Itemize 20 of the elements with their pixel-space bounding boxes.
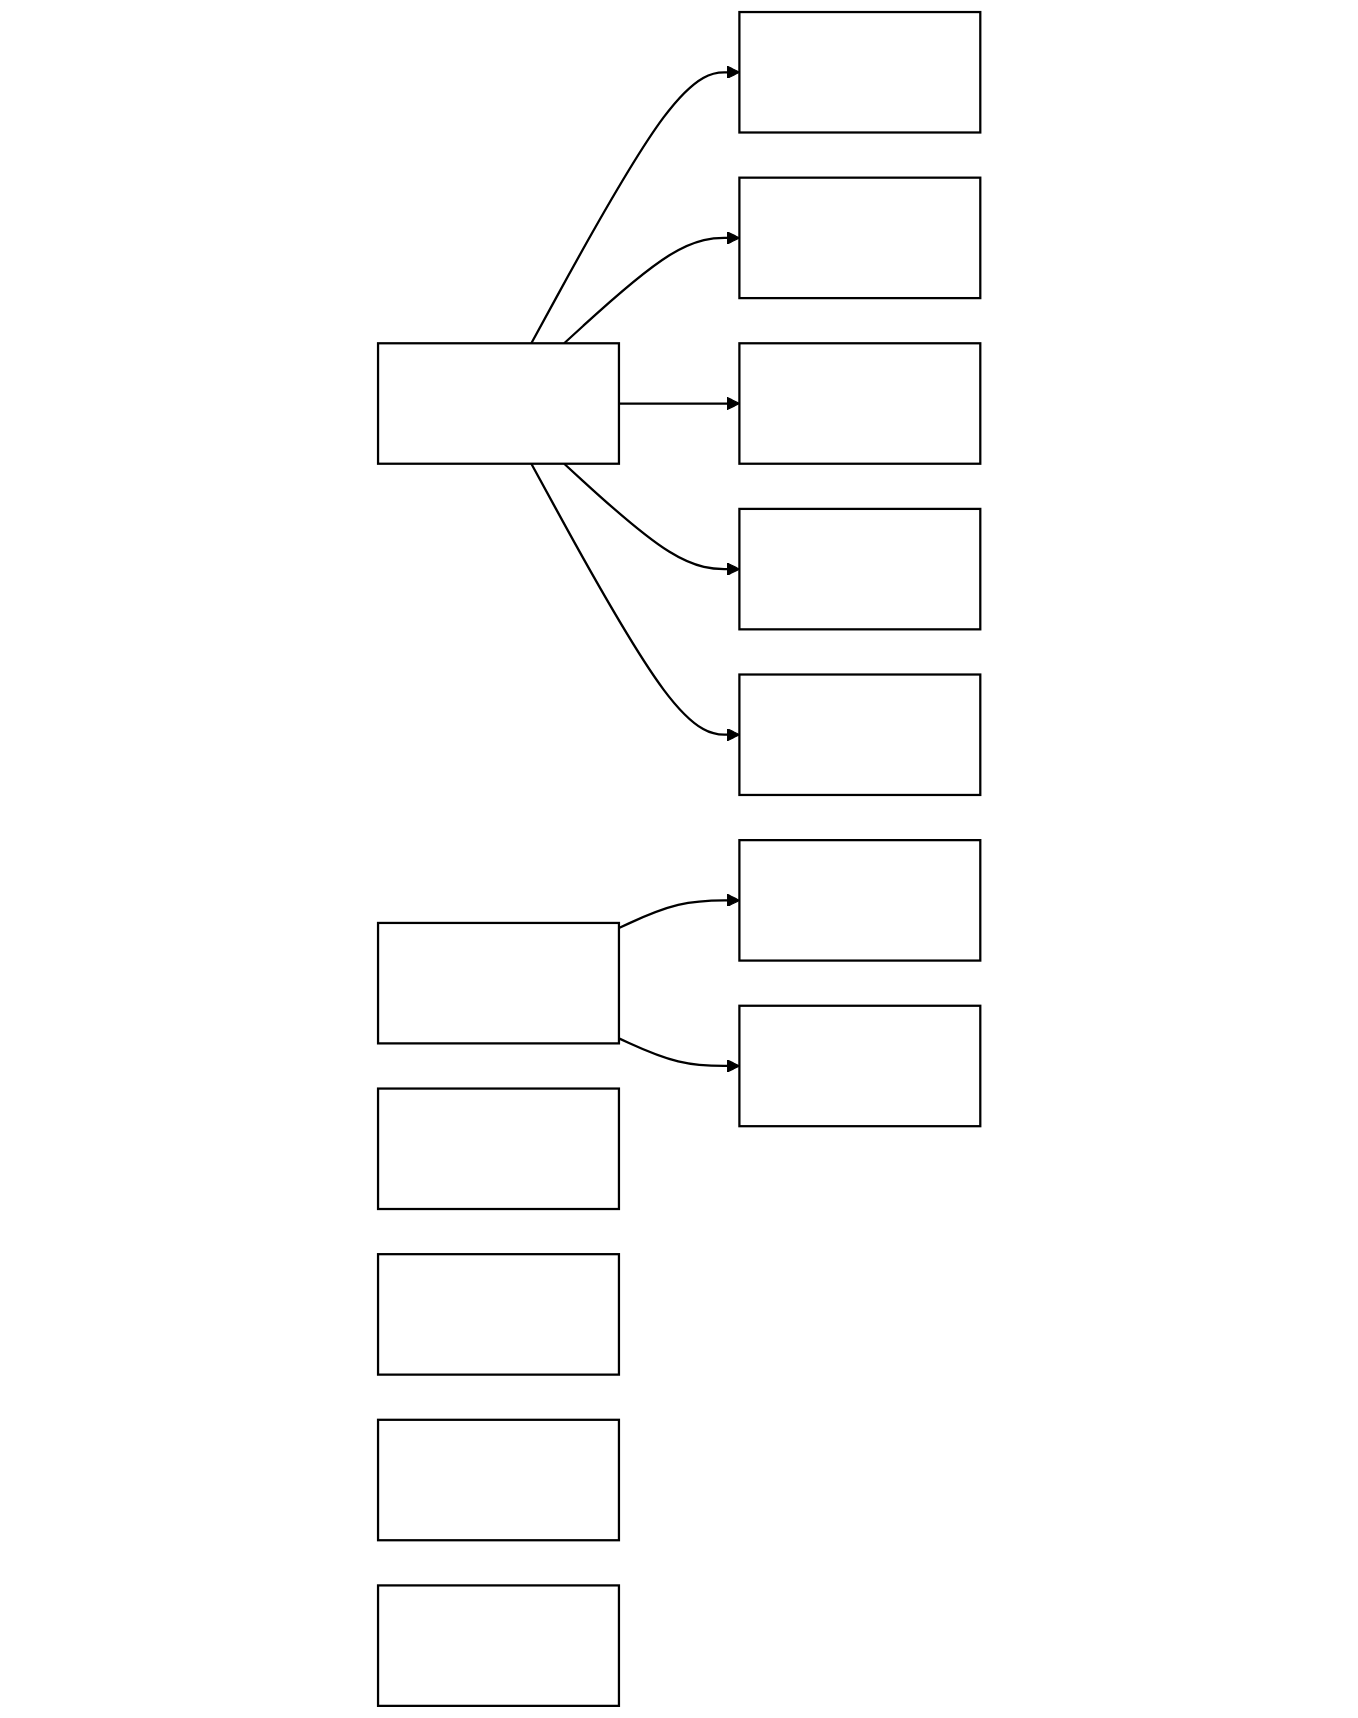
process-box <box>738 10 982 134</box>
process-box <box>738 673 982 797</box>
process-box <box>376 342 620 465</box>
process-box <box>376 1584 620 1707</box>
process-box <box>738 342 982 465</box>
arrow <box>530 463 740 742</box>
process-box <box>738 1004 982 1128</box>
arrow <box>563 231 740 345</box>
process-box <box>376 1418 620 1542</box>
process-box <box>738 176 982 300</box>
arrow <box>618 893 740 929</box>
process-box <box>376 1253 620 1376</box>
arrow <box>530 65 740 344</box>
arrow <box>618 1037 740 1073</box>
arrow <box>618 396 740 411</box>
process-box <box>376 1087 620 1211</box>
process-box <box>738 839 982 962</box>
arrow <box>563 462 740 576</box>
process-box <box>738 507 982 631</box>
process-box <box>376 921 620 1045</box>
